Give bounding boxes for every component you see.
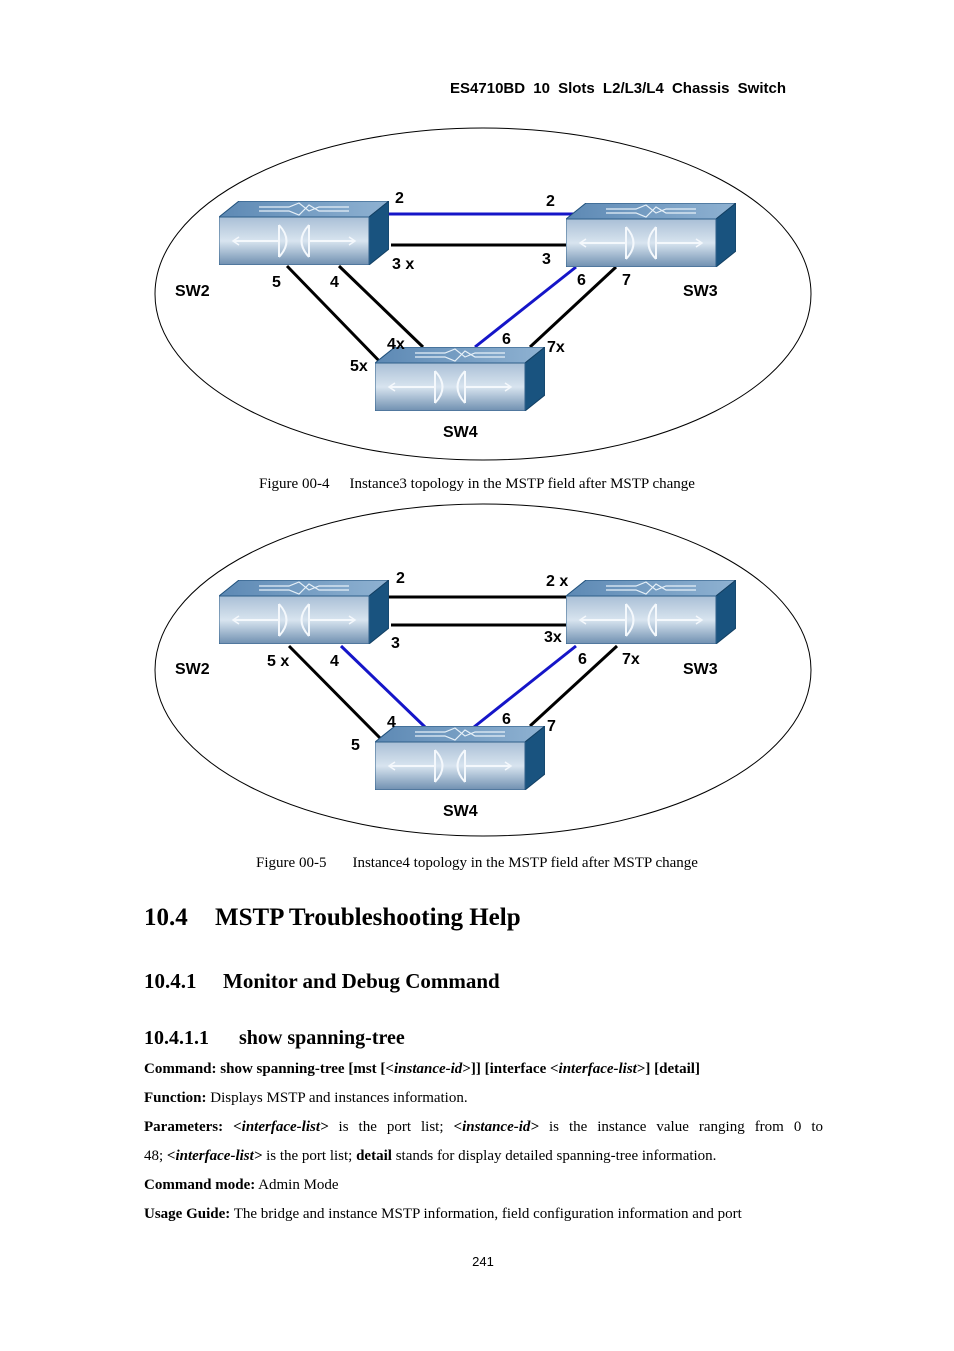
port-label: 5 [351, 737, 360, 754]
switch-icon [219, 201, 389, 265]
port-label: 2 [395, 190, 404, 207]
port-label: 7x [622, 651, 640, 668]
link-sw3-sw4-port7 [528, 644, 619, 728]
switch-label-sw3: SW3 [683, 283, 718, 300]
switch-icon [375, 347, 545, 411]
link-sw3-sw4-port7 [528, 265, 618, 349]
figure-caption: Figure 00-4 Instance3 topology in the MST… [0, 476, 954, 493]
port-label: 7 [547, 718, 556, 735]
link-sw2-sw4-port5 [285, 264, 388, 370]
switch-icon [375, 726, 545, 790]
link-sw3-sw4-port6 [473, 644, 577, 729]
caption-number: Figure 00-5 [256, 855, 327, 871]
switch-label-sw2: SW2 [175, 283, 210, 300]
port-label: 3 [391, 635, 400, 652]
port-label: 5 [272, 274, 281, 291]
figure-caption: Figure 00-5 Instance4 topology in the MST… [0, 855, 954, 872]
link-sw2-sw4-port4 [337, 264, 425, 349]
page-header: ES4710BD 10 Slots L2/L3/L4 Chassis Switc… [450, 80, 786, 97]
figure-instance4: SW2 SW3 SW4 2 3 5 x 4 2 x 3x 6 7x 4 5 6 … [0, 502, 954, 842]
figure-instance3: SW2 SW3 SW4 2 3 x 5 4 2 3 6 7 4x 5x 6 7x [0, 125, 954, 465]
page-number: 241 [472, 1254, 494, 1269]
switch-icon [219, 580, 389, 644]
port-label: 2 [396, 570, 405, 587]
port-label: 3 x [392, 256, 414, 273]
link-sw3-sw4-port6 [474, 265, 577, 349]
caption-number: Figure 00-4 [259, 476, 330, 492]
port-label: 7x [547, 339, 565, 356]
caption-text: Instance4 topology in the MSTP field aft… [352, 855, 698, 871]
port-label: 4x [387, 336, 405, 353]
port-label: 3x [544, 629, 562, 646]
link-sw2-sw4-port5 [287, 644, 389, 747]
port-label: 4 [330, 653, 339, 670]
switch-icon [566, 580, 736, 644]
link-sw2-sw4-port4 [339, 644, 427, 729]
port-label: 4 [387, 714, 396, 731]
port-label: 6 [578, 651, 587, 668]
switch-label-sw3: SW3 [683, 661, 718, 678]
port-label: 6 [502, 711, 511, 728]
switch-label-sw4: SW4 [443, 424, 478, 441]
switch-label-sw4: SW4 [443, 803, 478, 820]
port-label: 6 [577, 272, 586, 289]
port-label: 3 [542, 251, 551, 268]
port-label: 2 [546, 193, 555, 210]
caption-text: Instance3 topology in the MSTP field aft… [349, 476, 695, 492]
port-label: 5x [350, 358, 368, 375]
port-label: 2 x [546, 573, 568, 590]
port-label: 7 [622, 272, 631, 289]
port-label: 4 [330, 274, 339, 291]
switch-label-sw2: SW2 [175, 661, 210, 678]
mstp-field-ellipse [154, 127, 812, 461]
port-label: 6 [502, 331, 511, 348]
port-label: 5 x [267, 653, 289, 670]
switch-icon [566, 203, 736, 267]
mstp-field-ellipse [154, 503, 812, 837]
